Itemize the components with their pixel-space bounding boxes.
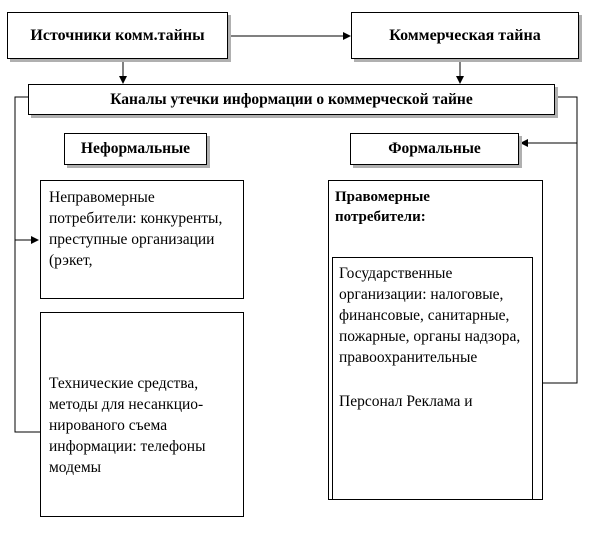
commercial-secret-box: Коммерческая тайна xyxy=(351,12,579,59)
state-organizations-box: Государственные организации: налоговые, … xyxy=(332,257,533,500)
arrow-right-loop xyxy=(536,96,578,384)
leak-channels-box: Каналы утечки информации о коммерческой … xyxy=(28,84,555,115)
sources-box: Источники комм.тайны xyxy=(7,12,228,59)
formal-box: Формальные xyxy=(350,133,519,165)
technical-means-text: Технические средства, методы для несанкц… xyxy=(49,375,206,476)
illegal-consumers-text: Неправомерные потребители: конкуренты, п… xyxy=(49,189,223,269)
personnel-text: Персонал Реклама и xyxy=(339,393,473,410)
informal-box: Неформальные xyxy=(64,133,207,165)
illegal-consumers-box: Неправомерные потребители: конкуренты, п… xyxy=(40,180,244,299)
technical-means-box: Технические средства, методы для несанкц… xyxy=(40,312,244,517)
formal-label: Формальные xyxy=(388,140,481,157)
sources-label: Источники комм.тайны xyxy=(30,26,205,44)
state-organizations-text: Государственные организации: налоговые, … xyxy=(339,265,521,366)
informal-label: Неформальные xyxy=(80,140,191,157)
arrow-left-loop xyxy=(14,96,40,433)
leak-channels-label: Каналы утечки информации о коммерческой … xyxy=(110,90,473,108)
commercial-secret-label: Коммерческая тайна xyxy=(389,26,541,44)
legal-consumers-title: Правомерные потребители: xyxy=(335,189,430,225)
